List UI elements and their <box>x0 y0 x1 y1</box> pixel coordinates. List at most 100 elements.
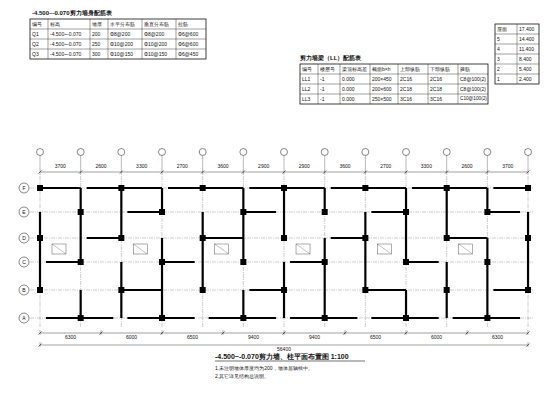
table-cell: 250×500 <box>372 97 392 102</box>
dimension: 6000 <box>126 335 137 340</box>
axis-letter: C <box>22 260 26 265</box>
table-cell: 14.400 <box>519 37 534 42</box>
table-cell: Φ8@200 <box>144 32 164 37</box>
table-title: -4.500~-0.070剪力墙身配筋表 <box>32 10 112 16</box>
overall-dimension: 56400 <box>277 347 291 352</box>
dimension: 2900 <box>299 164 310 169</box>
table-cell: 300 <box>92 52 100 57</box>
dimension: 3300 <box>421 164 432 169</box>
table-cell: Q1 <box>32 32 39 37</box>
dimension: 2700 <box>380 164 391 169</box>
dimension: 6500 <box>370 335 381 340</box>
dimension: 2900 <box>258 164 269 169</box>
table-cell: LL2 <box>302 87 310 92</box>
table-cell: 1 <box>497 77 500 82</box>
dimension: 6500 <box>187 335 198 340</box>
table-title: 剪力墙梁（LL）配筋表 <box>300 55 361 61</box>
table-cell: -4.500~-0.070 <box>50 42 81 47</box>
table-cell: 拉筋 <box>178 22 188 27</box>
dimension: 9400 <box>248 335 259 340</box>
table-cell: -1 <box>320 77 324 82</box>
table-cell: 200 <box>92 32 100 37</box>
note: 1.未注明墙体厚度均为200，墙体居轴线中。 <box>215 366 313 371</box>
table-heading-box: 剪力墙梁（LL）配筋表 <box>300 55 361 61</box>
table-cell: 楼层号 <box>320 67 335 72</box>
table-grid <box>495 24 539 84</box>
table-grid <box>300 64 488 104</box>
table-cell: C10@100(2) <box>460 97 487 102</box>
table-cell: 4 <box>497 47 500 52</box>
table-cell: -1 <box>320 97 324 102</box>
table-cell: LL3 <box>302 97 310 102</box>
table-cell: 0.000 <box>342 77 355 82</box>
dimension: 2600 <box>461 164 472 169</box>
dimension: 2700 <box>177 164 188 169</box>
table-cell: 2C18 <box>400 87 412 92</box>
axis-letter: D <box>22 236 26 241</box>
table-cell: 200×600 <box>372 87 392 92</box>
table-cell: 2C16 <box>430 77 442 82</box>
table-cell: Φ10@200 <box>144 42 167 47</box>
table-cell: 2C16 <box>400 77 412 82</box>
axis-letter: F <box>22 186 25 191</box>
dimension: 9400 <box>309 335 320 340</box>
table-cell: 下部纵筋 <box>430 67 450 72</box>
table-cell: 17.400 <box>519 27 534 32</box>
table-cell: 梁顶标高差 <box>342 67 367 72</box>
table-cell: 3C16 <box>430 97 442 102</box>
table-cell: 2 <box>497 67 500 72</box>
note: 2.其它详见结构总说明。 <box>215 374 269 379</box>
table-cell: 5.400 <box>519 67 532 72</box>
table-cell: 8.400 <box>519 57 532 62</box>
table-cell: Φ6@450 <box>178 52 198 57</box>
dimension: 3700 <box>502 164 513 169</box>
table-cell: Φ10@200 <box>110 42 133 47</box>
table-heading-box: -4.500~-0.070剪力墙身配筋表 <box>32 10 112 16</box>
table-cell: -4.500~-0.070 <box>50 52 81 57</box>
table-cell: 0.000 <box>342 97 355 102</box>
wall-plan <box>19 149 534 348</box>
table-cell: 2C18 <box>430 87 442 92</box>
table-cell: 200×450 <box>372 77 392 82</box>
table-cell: Φ10@150 <box>110 52 133 57</box>
dimension: 3600 <box>339 164 350 169</box>
table-cell: 3 <box>497 57 500 62</box>
table-cell: Φ10@150 <box>144 52 167 57</box>
table-cell: Φ6@600 <box>178 42 198 47</box>
table-cell: 垂直分布筋 <box>144 22 169 27</box>
dimension: 2600 <box>95 164 106 169</box>
dimension: 3300 <box>136 164 147 169</box>
table-cell: 编号 <box>32 22 42 27</box>
table-cell: 标高 <box>50 22 60 27</box>
table-cell: -4.500~-0.070 <box>50 32 81 37</box>
axis-letter: B <box>22 288 25 293</box>
dimension: 3600 <box>217 164 228 169</box>
table-cell: C8@100(2) <box>460 77 486 82</box>
table-cell: 0.000 <box>342 87 355 92</box>
table-cell: 5 <box>497 37 500 42</box>
table-cell: -1 <box>320 87 324 92</box>
table-cell: 250 <box>92 42 100 47</box>
table-cell: Φ6@600 <box>178 32 198 37</box>
table-grid <box>30 19 206 59</box>
table-cell: 屋面 <box>497 27 507 32</box>
table-cell: 水平分布筋 <box>110 22 135 27</box>
drawing-caption: -4.500~-0.070剪力墙、柱平面布置图 1:100 <box>215 353 349 360</box>
dimension: 6300 <box>65 335 76 340</box>
table-cell: 上部纵筋 <box>400 67 420 72</box>
table-cell: 箍筋 <box>460 67 470 72</box>
axis-letter: E <box>22 210 25 215</box>
table-cell: 墙厚 <box>92 22 102 27</box>
table-cell: 编号 <box>302 67 312 72</box>
caption-underline <box>215 361 365 362</box>
table-cell: 3C16 <box>400 97 412 102</box>
table-cell: C8@100(2) <box>460 87 486 92</box>
dimension: 6000 <box>431 335 442 340</box>
table-cell: Q3 <box>32 52 39 57</box>
table-cell: 11.400 <box>519 47 534 52</box>
dimension: 3700 <box>55 164 66 169</box>
table-cell: Φ8@200 <box>110 32 130 37</box>
table-cell: Q2 <box>32 42 39 47</box>
table-cell: LL1 <box>302 77 310 82</box>
table-cell: 2.400 <box>519 77 532 82</box>
